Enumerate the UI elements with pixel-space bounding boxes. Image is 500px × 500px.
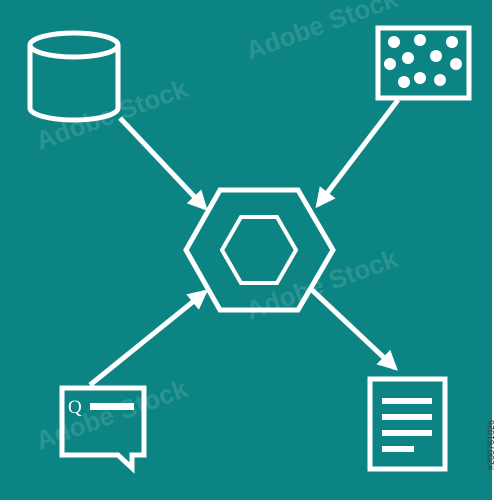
- arrows: [88, 98, 400, 387]
- search-bar-line: [90, 403, 134, 410]
- arrow-grid-to-hub: [315, 98, 400, 209]
- arrow-search-to-hub: [88, 289, 209, 387]
- search-letter: Q: [68, 397, 82, 418]
- database-icon: [27, 30, 121, 123]
- hexagon-outer: [183, 187, 336, 313]
- search-chat-icon: Q: [59, 385, 147, 474]
- document-icon: [367, 376, 448, 472]
- dot-grid-icon: [375, 25, 472, 101]
- arrow-hub-to-document: [310, 288, 398, 371]
- arrow-database-to-hub: [118, 116, 208, 211]
- stock-id-label: #200761026: [486, 420, 496, 470]
- hexagon-icon: [183, 187, 336, 313]
- hexagon-inner: [219, 215, 299, 285]
